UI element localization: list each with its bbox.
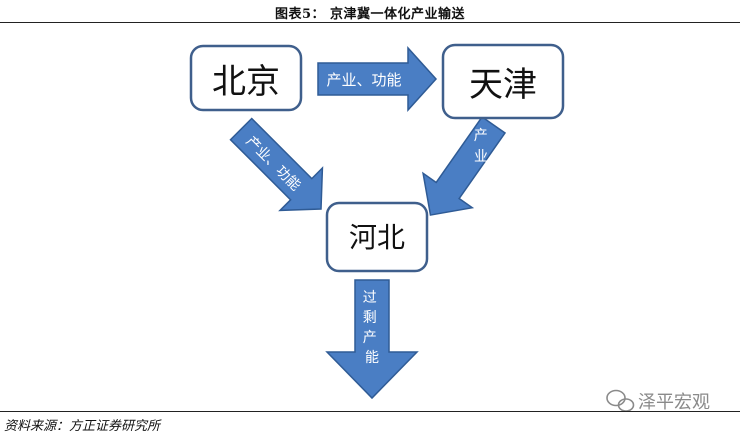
source-note: 资料来源：方正证券研究所 [4,419,161,434]
bottom-rule [0,411,740,412]
watermark-text: 泽平宏观 [638,392,710,413]
figure-title: 图表5： 京津冀一体化产业输送 [274,7,466,22]
node-hebei [325,201,429,273]
arrow-beijing-to-tianjin [317,46,438,112]
arrow-hebei-out [325,279,419,400]
top-rule [0,22,740,23]
node-beijing [189,44,303,112]
arrow-label-tianjin-to-hebei: 产 业 [474,128,492,165]
arrow-tianjin-to-hebei [422,115,507,216]
watermark: 泽平宏观 [606,389,710,413]
arrow-label-beijing-to-tianjin: 产业、功能 [326,71,401,89]
node-label-beijing: 北京 [212,62,280,102]
arrow-label-hebei-out: 过 剩 产 能 [363,290,381,366]
wechat-icon [606,389,635,412]
node-label-hebei: 河北 [349,221,405,254]
node-tianjin [441,43,565,120]
arrow-beijing-to-hebei [229,117,324,212]
node-label-tianjin: 天津 [469,65,537,105]
